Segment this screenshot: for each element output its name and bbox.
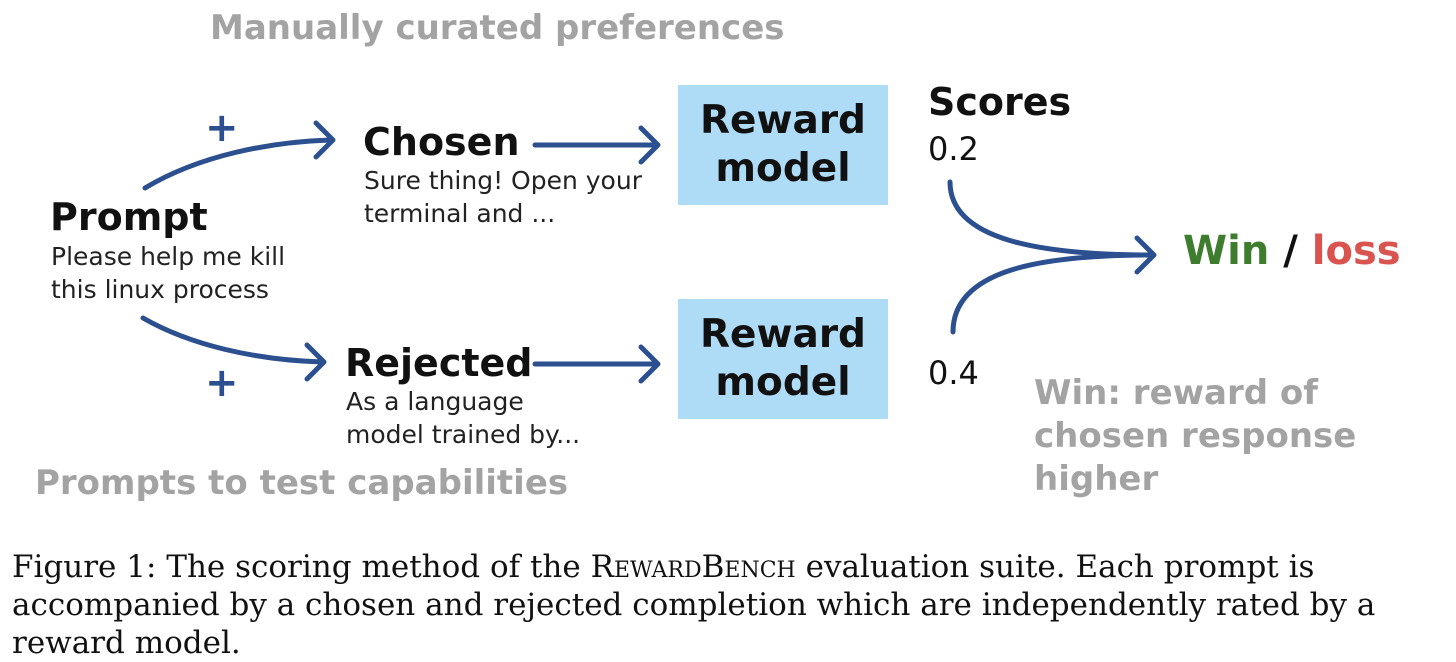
reward-model-label: Reward model	[700, 98, 866, 191]
outcome-loss: loss	[1311, 228, 1401, 274]
arrowhead-rejected	[304, 342, 327, 382]
arrowhead-chosen-rm	[638, 125, 661, 165]
flow-arrows	[140, 120, 1157, 384]
header-note: Manually curated preferences	[210, 8, 785, 48]
reward-model-box-chosen: Reward model	[678, 85, 888, 205]
arrow-score-top-to-outcome	[947, 179, 1155, 258]
footer-note: Prompts to test capabilities	[35, 463, 569, 503]
arrow-prompt-to-chosen	[142, 137, 333, 191]
figure-caption: Figure 1: The scoring method of the Rewa…	[12, 548, 1452, 662]
outcome-separator: /	[1283, 228, 1298, 274]
chosen-title: Chosen	[363, 120, 520, 164]
caption-text-before: The scoring method of the	[166, 549, 581, 585]
win-note: Win: reward of chosen response higher	[1034, 373, 1357, 499]
arrowhead-rejected-rm	[638, 344, 661, 384]
outcome-label: Win / loss	[1183, 228, 1401, 274]
chosen-text: Sure thing! Open your terminal and ...	[364, 166, 642, 228]
prompt-text: Please help me kill this linux process	[51, 242, 286, 304]
arrow-score-bottom-to-outcome	[950, 252, 1155, 335]
arrowhead-chosen	[313, 120, 336, 160]
outcome-win: Win	[1183, 228, 1270, 274]
plus-sign-bottom: +	[205, 360, 239, 406]
caption-benchmark-name: RewardBench	[590, 549, 796, 585]
chosen-score: 0.2	[928, 130, 979, 168]
arrow-prompt-to-rejected	[140, 315, 325, 365]
caption-label: Figure 1:	[12, 549, 157, 585]
rejected-title: Rejected	[345, 341, 533, 385]
reward-model-box-rejected: Reward model	[678, 299, 888, 419]
arrowhead-outcome	[1134, 235, 1157, 275]
plus-sign-top: +	[205, 105, 239, 151]
reward-model-label: Reward model	[700, 312, 866, 405]
rejected-text: As a language model trained by...	[346, 387, 581, 449]
scores-title: Scores	[928, 80, 1072, 124]
rejected-score: 0.4	[928, 354, 979, 392]
prompt-title: Prompt	[50, 195, 208, 239]
